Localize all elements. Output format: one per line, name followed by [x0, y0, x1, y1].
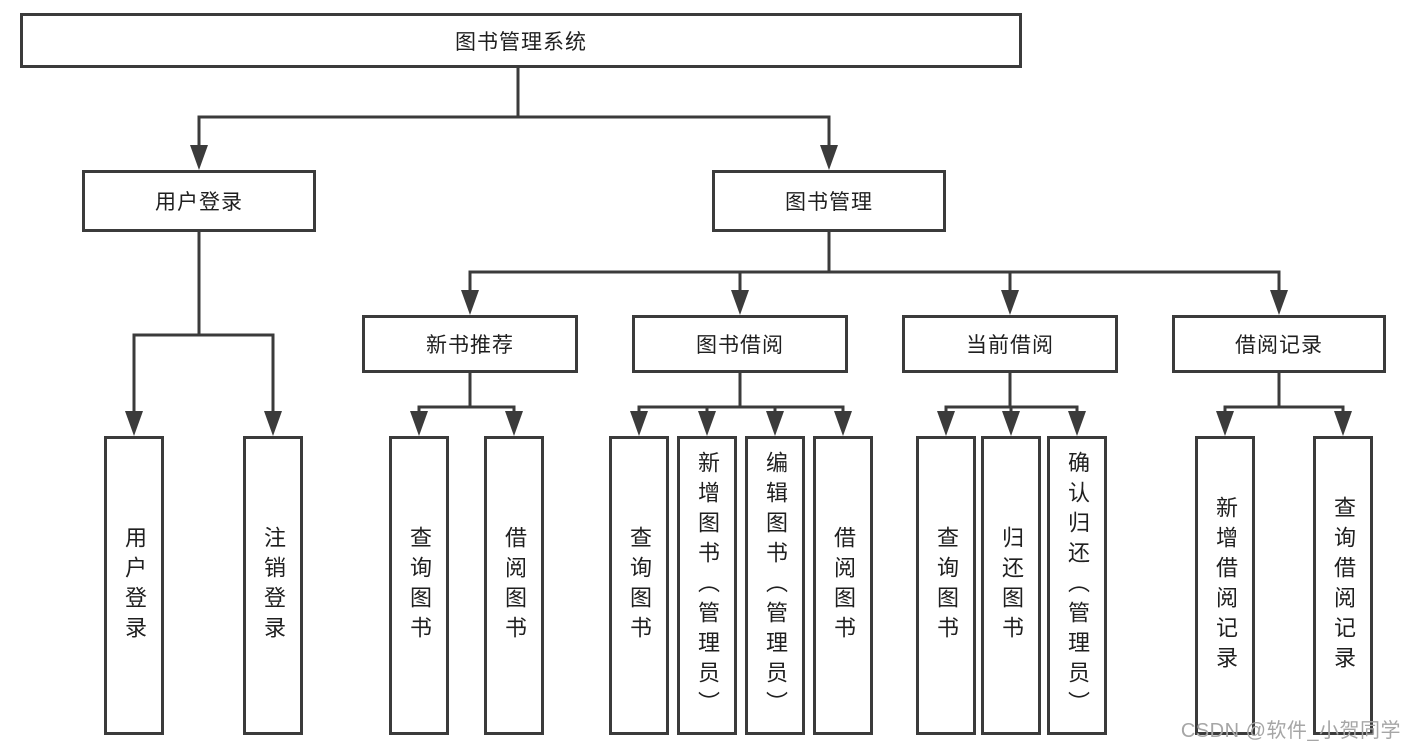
leaf-bb-borrow-book: 借阅图书 [813, 436, 873, 735]
leaf-nbr-borrow-book: 借阅图书 [484, 436, 544, 735]
node-book-borrow-label: 图书借阅 [696, 334, 784, 357]
connector-root-to-level2 [190, 66, 838, 170]
leaf-br-query-record-label: 查询借阅记录 [1331, 495, 1356, 676]
csdn-watermark: CSDN @软件_小贺同学 [1180, 720, 1401, 742]
leaf-nbr-query-book-label: 查询图书 [407, 525, 432, 646]
node-user-login: 用户登录 [82, 170, 316, 232]
leaf-bb-edit-book-admin-label: 编辑图书（管理员） [763, 450, 788, 721]
leaf-cb-return-book-label: 归还图书 [999, 525, 1024, 646]
node-user-login-label: 用户登录 [155, 191, 243, 214]
node-new-book-recommend: 新书推荐 [362, 315, 578, 373]
leaf-br-add-record: 新增借阅记录 [1195, 436, 1255, 735]
node-borrow-record: 借阅记录 [1172, 315, 1386, 373]
node-new-book-recommend-label: 新书推荐 [426, 334, 514, 357]
leaf-cb-confirm-return-admin-label: 确认归还（管理员） [1065, 450, 1090, 721]
connector-user-login-to-leaves [125, 230, 282, 436]
leaf-cb-confirm-return-admin: 确认归还（管理员） [1047, 436, 1107, 735]
leaf-user-login-label: 用户登录 [122, 525, 147, 646]
node-current-borrow: 当前借阅 [902, 315, 1118, 373]
connector-current-borrow-to-leaves [937, 371, 1086, 436]
leaf-nbr-borrow-book-label: 借阅图书 [502, 525, 527, 646]
connector-borrow-record-to-leaves [1216, 371, 1352, 436]
leaf-cb-return-book: 归还图书 [981, 436, 1041, 735]
leaf-br-query-record: 查询借阅记录 [1313, 436, 1373, 735]
node-current-borrow-label: 当前借阅 [966, 334, 1054, 357]
node-book-management-label: 图书管理 [785, 191, 873, 214]
node-root: 图书管理系统 [20, 13, 1022, 68]
leaf-bb-borrow-book-label: 借阅图书 [831, 525, 856, 646]
node-borrow-record-label: 借阅记录 [1235, 334, 1323, 357]
connector-new-book-recommend-to-leaves [410, 371, 523, 436]
leaf-bb-edit-book-admin: 编辑图书（管理员） [745, 436, 805, 735]
node-book-borrow: 图书借阅 [632, 315, 848, 373]
node-book-management: 图书管理 [712, 170, 946, 232]
leaf-cb-query-book: 查询图书 [916, 436, 976, 735]
leaf-br-add-record-label: 新增借阅记录 [1213, 495, 1238, 676]
leaf-logout: 注销登录 [243, 436, 303, 735]
leaf-bb-query-book: 查询图书 [609, 436, 669, 735]
leaf-logout-label: 注销登录 [261, 525, 286, 646]
leaf-user-login: 用户登录 [104, 436, 164, 735]
leaf-bb-query-book-label: 查询图书 [627, 525, 652, 646]
leaf-nbr-query-book: 查询图书 [389, 436, 449, 735]
connector-book-management-to-level3 [461, 230, 1288, 315]
leaf-cb-query-book-label: 查询图书 [934, 525, 959, 646]
leaf-bb-add-book-admin-label: 新增图书（管理员） [695, 450, 720, 721]
leaf-bb-add-book-admin: 新增图书（管理员） [677, 436, 737, 735]
connector-book-borrow-to-leaves [630, 371, 852, 436]
node-root-label: 图书管理系统 [455, 30, 587, 54]
